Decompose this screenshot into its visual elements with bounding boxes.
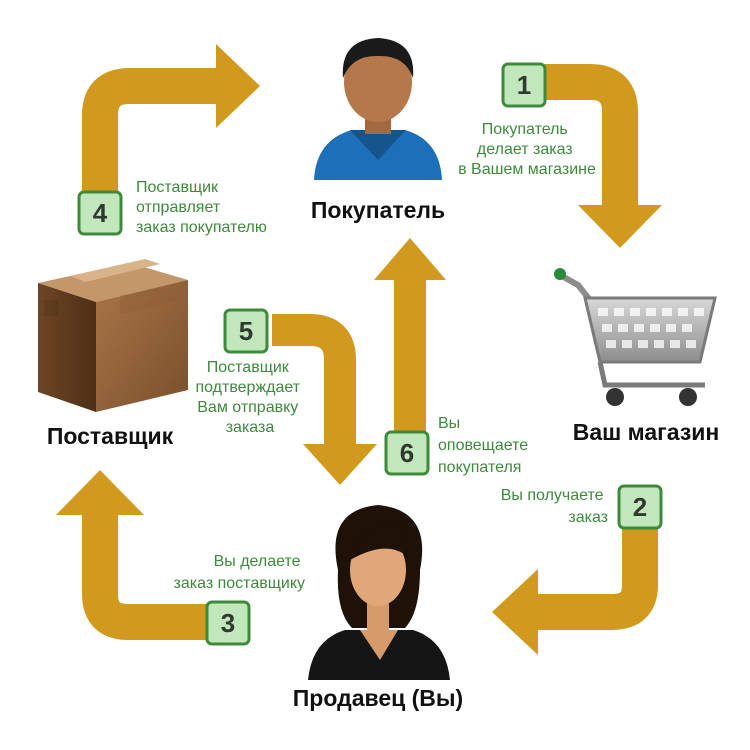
step-3-number: 3 — [221, 608, 235, 638]
step-3-text: Вы делаете заказ поставщику — [174, 553, 305, 592]
actor-supplier-label: Поставщик — [47, 423, 174, 449]
arrow-step-6 — [374, 238, 446, 460]
step-1-badge: 1 — [501, 62, 547, 108]
arrow-step-3 — [56, 470, 215, 640]
man-icon — [314, 38, 442, 180]
step-2-number: 2 — [633, 492, 647, 522]
actor-buyer-label: Покупатель — [311, 197, 445, 223]
actor-seller-label: Продавец (Вы) — [293, 685, 463, 711]
step-2-text: Вы получаете заказ — [501, 487, 608, 526]
arrow-step-2 — [492, 486, 658, 655]
step-6-number: 6 — [400, 438, 414, 468]
arrow-step-1 — [510, 64, 662, 248]
woman-icon — [308, 505, 450, 680]
step-4-badge: 4 — [77, 190, 123, 236]
step-5-text: Поставщик подтверждает Вам отправку зака… — [195, 359, 304, 436]
step-2-badge: 2 — [617, 484, 663, 530]
step-5-number: 5 — [239, 316, 253, 346]
step-4-text: Поставщик отправляет заказ покупателю — [136, 179, 267, 236]
step-4-number: 4 — [93, 198, 108, 228]
shopping-cart-icon — [554, 268, 717, 406]
step-1-number: 1 — [517, 70, 531, 100]
step-6-badge: 6 — [384, 430, 430, 476]
step-3-badge: 3 — [205, 600, 251, 646]
step-5-badge: 5 — [223, 308, 269, 354]
step-6-text: Вы оповещаете покупателя — [438, 415, 533, 476]
actor-store-label: Ваш магазин — [573, 419, 720, 445]
cardboard-box-icon — [38, 259, 188, 412]
arrow-step-4 — [82, 44, 260, 215]
step-1-text: Покупатель делает заказ в Вашем магазине — [458, 121, 596, 178]
arrow-step-5 — [272, 314, 377, 485]
